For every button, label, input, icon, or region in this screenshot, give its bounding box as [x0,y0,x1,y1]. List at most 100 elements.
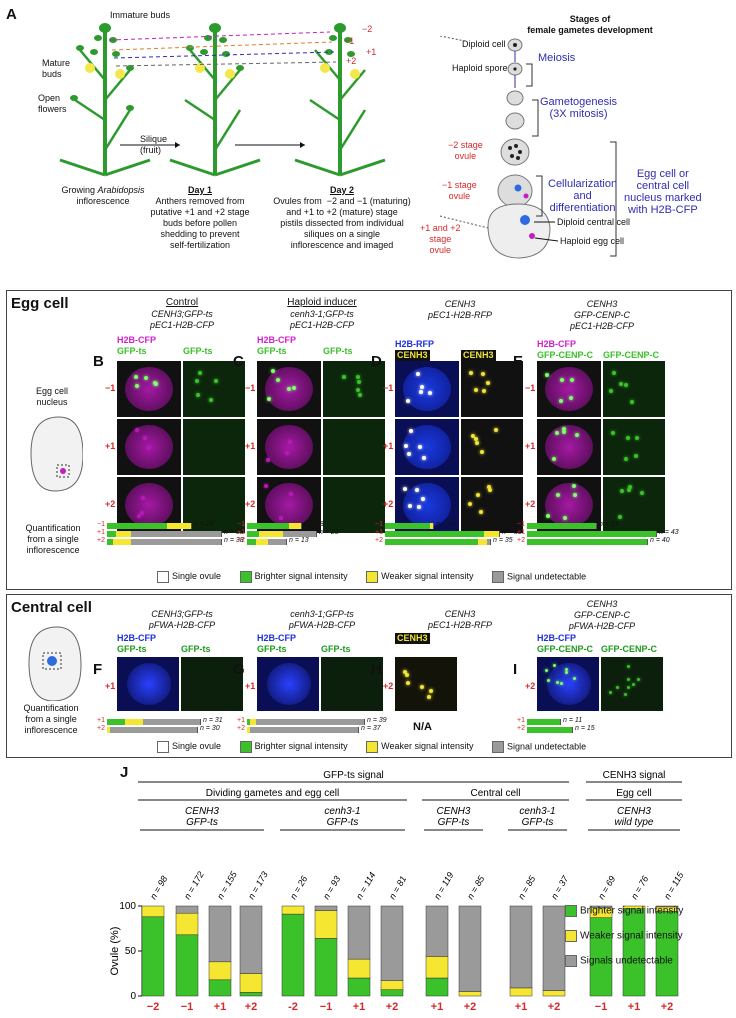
channel-label-2: GFP-ts [181,644,211,654]
signal-dot [468,370,473,375]
signal-dot [626,488,631,493]
n-label: n = 13 [289,537,309,544]
row-stage-label: −1 [245,383,256,393]
n-label: n = 76 [629,874,650,901]
n-label: n = 155 [215,869,239,901]
label-open-flowers: Open flowers [38,93,67,114]
egg-legend: Single ovule Brighter signal intensity W… [157,571,586,583]
egg-nucleus-label: Egg cell nucleus [35,386,69,407]
quant-stage: −1 [97,521,105,528]
panel-letter-h: H [371,661,382,678]
signal-dot [627,677,631,681]
label-diploid-cell: Diploid cell [462,39,506,49]
signal-dot [561,430,566,435]
signal-image [461,361,523,417]
n-label: n = 30 [200,725,220,732]
signal-dot [271,369,276,374]
ovule-cell [487,539,491,545]
ovule-cell [355,727,359,733]
group-label-a: cenh3-1 [324,806,360,817]
y-tick-label: 0 [130,991,136,1002]
signal-dot [278,516,283,521]
genotype-line: pFWA-H2B-CFP [568,621,636,631]
signal-dot [618,382,623,387]
quant-stage: +2 [375,537,383,544]
quant-stage: +2 [517,725,525,732]
signal-dot [639,490,644,495]
signal-dot [565,667,569,671]
genotype-line: pFWA-H2B-CFP [288,620,356,630]
signal-dot [146,445,151,450]
genotype-line: GFP-CENP-C [574,310,630,320]
nucleus [265,425,313,469]
stage-label-p2: +2 [346,56,357,66]
signal-image [323,477,385,533]
merged-image [537,419,601,475]
genotype-line: CENH3;GFP-ts [151,309,213,319]
bar-segment [208,905,232,963]
n-label: n = 37 [361,725,381,732]
signal-dot [573,676,577,680]
signal-dot [474,440,479,445]
signal-dot [420,497,425,502]
bar-segment [314,910,338,939]
ovule-cell [496,531,500,537]
label-m1-ovule: −1 stage ovule [442,180,477,201]
bar-segment [175,934,199,997]
quant-stage: +1 [517,717,525,724]
signal-dot [405,673,410,678]
channel-label-2: GFP-CENP-C [603,350,659,360]
row-stage-label: −1 [383,383,394,393]
signal-image [461,477,523,533]
signal-dot [609,691,613,695]
signal-dot [555,492,560,497]
signal-dot [474,436,479,441]
n-label: n = 15 [575,725,595,732]
label-cellularization: Cellularization and differentiation [548,178,618,214]
signal-dot [265,457,270,462]
nucleus [545,367,593,411]
quant-stage: +1 [375,529,383,536]
label-meiosis: Meiosis [538,52,576,64]
signal-image [603,419,665,475]
signal-dot [558,399,563,404]
bar-segment [314,905,338,911]
genotype-line: cenh3-1;GFP-ts [290,309,354,319]
signal-dot [421,455,426,460]
genotype-line: cenh3-1;GFP-ts [290,609,354,619]
signal-dot [545,514,550,519]
stages-title: Stages of female gametes development [527,14,653,35]
label-p12-ovule: +1 and +2 stage ovule [420,223,461,255]
group-heading: Haploid inducer [287,297,357,308]
panel-letter-e: E [513,353,524,370]
signal-dot [416,505,421,510]
n-label: n = 11 [563,717,583,724]
merged-image [117,361,181,417]
signal-dot [136,513,141,518]
central-cell-box: Central cell Quantification from a singl… [6,594,732,758]
signal-dot [480,449,485,454]
row-stage-label: +2 [383,499,394,509]
nucleus [547,663,591,705]
signal-dot [357,379,362,384]
genotype-line: pFWA-H2B-CFP [148,620,216,630]
signal-dot [609,388,614,393]
panel-letter-i: I [513,661,518,678]
signal-image [183,477,245,533]
signal-image [603,477,665,533]
x-tick-label: −1 [320,1001,333,1013]
bar-segment [655,905,679,908]
signal-dot [144,376,149,381]
signal-image [461,419,523,475]
signal-dot [560,377,565,382]
central-cell-title: Central cell [11,599,92,616]
signal-image [601,657,663,711]
signal-image [603,361,665,417]
bar-segment [175,912,199,936]
signal-dot [571,484,576,489]
group-label-a: CENH3 [185,806,219,817]
signal-image [323,419,385,475]
signal-image [183,361,245,417]
